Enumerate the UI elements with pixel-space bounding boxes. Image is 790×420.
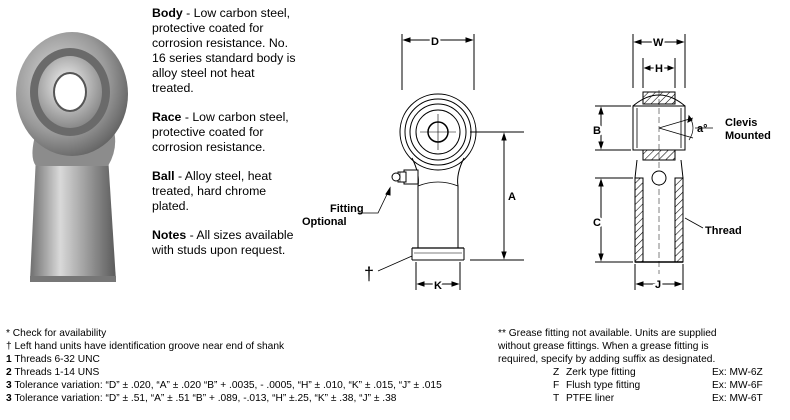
dim-label-a: A xyxy=(508,191,516,203)
grease-notes: ** Grease fitting not available. Units a… xyxy=(498,327,784,405)
spec-race: Race - Low carbon steel, protective coat… xyxy=(152,110,289,154)
fitting-label-line1: Fitting xyxy=(330,203,364,215)
footnote-check: * Check for availability xyxy=(6,328,107,339)
side-view-drawing: W H B C J a° Clevis Mounted Thread xyxy=(591,34,771,290)
footnote-4: 3 Tolerance variation: “D” ± .51, “A” ± … xyxy=(6,393,397,404)
thread-label: Thread xyxy=(705,225,742,237)
dim-label-j: J xyxy=(655,279,661,290)
front-view-drawing: D A K Fitting Optional † xyxy=(302,34,524,290)
dim-label-w: W xyxy=(653,37,664,49)
dim-label-h: H xyxy=(655,63,663,75)
grease-line-3: required, specify by adding suffix as de… xyxy=(498,354,716,365)
clevis-label-line2: Mounted xyxy=(725,130,771,142)
grease-option-f: F Flush type fitting Ex: MW-6F xyxy=(553,380,763,391)
footnote-1: 1 Threads 6-32 UNC xyxy=(6,354,100,365)
grease-line-2: without grease fittings. When a grease f… xyxy=(498,341,709,352)
fitting-label-line2: Optional xyxy=(302,216,347,228)
footnote-left-hand: † Left hand units have identification gr… xyxy=(6,341,285,352)
footnote-2: 2 Threads 1-14 UNS xyxy=(6,367,100,378)
spec-notes: Notes - All sizes available with studs u… xyxy=(152,228,294,257)
spec-ball: Ball - Alloy steel, heat treated, hard c… xyxy=(152,169,272,213)
dim-label-k: K xyxy=(434,280,442,290)
grease-option-t: T PTFE liner Ex: MW-6T xyxy=(553,393,763,404)
footnotes: * Check for availability † Left hand uni… xyxy=(6,327,442,405)
grease-line-1: ** Grease fitting not available. Units a… xyxy=(498,328,717,339)
dagger-symbol: † xyxy=(364,264,374,284)
dim-label-c: C xyxy=(593,217,601,229)
footnote-3: 3 Tolerance variation: “D” ± .020, “A” ±… xyxy=(6,380,442,391)
spec-body: Body - Low carbon steel, protective coat… xyxy=(152,6,296,95)
spec-list: Body - Low carbon steel, protective coat… xyxy=(152,6,297,258)
rod-end-photo xyxy=(16,32,128,282)
grease-option-z: Z Zerk type fitting Ex: MW-6Z xyxy=(553,367,763,378)
dim-label-d: D xyxy=(431,36,439,48)
clevis-label-line1: Clevis xyxy=(725,117,757,129)
dim-label-b: B xyxy=(593,125,601,137)
angle-label: a° xyxy=(697,123,708,135)
